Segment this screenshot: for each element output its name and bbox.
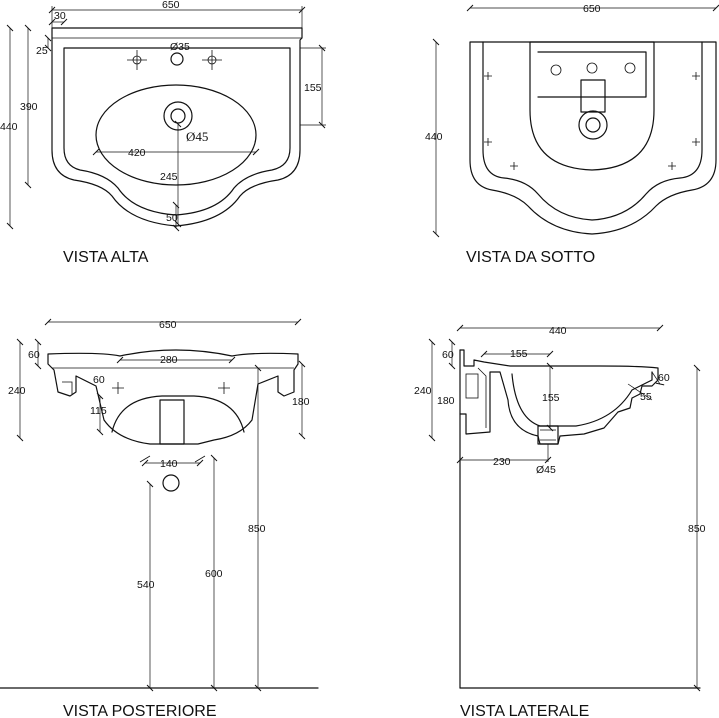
top-drain-inner [170,108,186,124]
side-basin-outer [459,349,659,445]
side-rim-block [465,373,479,399]
top-bowl-ellipse [95,84,257,186]
bottom-view: 650 440 VISTA DA SOTTO [425,3,719,266]
side-dim-front-60: 60 [658,372,670,384]
top-dim-drain: Ø45 [186,129,208,144]
side-dim-mid-155: 155 [542,392,560,404]
top-dim-bowl-width: 420 [128,147,146,159]
rear-view: 650 280 60 240 60 115 180 140 850 600 54… [0,318,319,718]
top-dim-tap-offset: 155 [304,82,322,94]
side-dim-top-155: 155 [510,348,528,360]
top-dim-rim: 30 [54,10,66,22]
rear-bowl-back [111,395,245,433]
bottom-tap-hole-center [586,62,598,74]
side-dim-offset: 230 [493,456,511,468]
rear-view-caption: VISTA POSTERIORE [63,703,217,718]
bottom-drain-neck [580,79,606,113]
rear-dim-right-h: 180 [292,396,310,408]
side-view-caption: VISTA LATERALE [460,703,589,718]
bottom-tap-hole-right [624,62,636,74]
rear-drain-outlet [162,474,180,492]
side-dim-back-h: 180 [437,395,455,407]
side-basin-inner [511,371,653,427]
top-view: 650 30 25 Ø35 440 390 155 420 Ø45 245 50… [0,0,326,266]
rear-dim-side: 60 [93,374,105,386]
rear-drain-block [159,399,185,445]
bottom-drain-inner [585,117,601,133]
rear-mount-left [112,382,124,394]
side-dim-height: 240 [414,385,432,397]
rear-dim-floor-600: 600 [205,568,223,580]
side-view: 440 155 60 240 180 155 60 55 230 Ø45 850… [414,324,706,718]
side-dim-rim: 60 [442,349,454,361]
side-dim-drain: Ø45 [536,464,556,476]
bottom-drain-outer [578,110,608,140]
bottom-bowl-base [529,41,655,171]
rear-fixing-right [194,455,206,463]
top-dim-drain-pos: 245 [160,171,178,183]
rear-outer-contour [47,349,299,445]
top-dim-back: 25 [36,45,48,57]
top-dim-front: 50 [166,212,178,224]
bottom-inner-contour [482,41,703,221]
top-outer-contour [51,27,303,227]
rear-dim-inner: 280 [160,354,178,366]
bottom-dim-depth: 440 [425,131,443,143]
rear-mount-right [218,382,230,394]
top-tap-right [202,50,222,70]
side-drain-stub [537,425,559,445]
bottom-tap-hole-left [550,64,562,76]
rear-dim-width: 650 [159,319,177,331]
top-view-caption: VISTA ALTA [63,249,149,266]
bottom-outer-contour [469,41,717,235]
rear-dim-height: 240 [8,385,26,397]
rear-dim-floor-850: 850 [248,523,266,535]
top-dim-tap-hole: Ø35 [170,41,190,53]
top-dim-depth-bowl: 390 [20,101,38,113]
rear-dim-floor-540: 540 [137,579,155,591]
side-dim-front-55: 55 [640,391,652,403]
rear-fixing-left [139,455,151,463]
top-tap-hole [170,52,184,66]
bottom-fixing-points [484,72,700,170]
top-tap-left [127,50,147,70]
rear-dim-rim: 60 [28,349,40,361]
bottom-dim-width: 650 [583,3,601,15]
side-dim-depth: 440 [549,325,567,337]
rear-dim-spacing: 140 [160,458,178,470]
side-dim-floor: 850 [688,523,706,535]
bottom-tap-plate [537,51,647,98]
rear-dim-side-h: 115 [90,405,107,417]
top-dim-depth-total: 440 [0,121,18,133]
top-dim-width: 650 [162,0,180,11]
bottom-view-caption: VISTA DA SOTTO [466,249,595,266]
